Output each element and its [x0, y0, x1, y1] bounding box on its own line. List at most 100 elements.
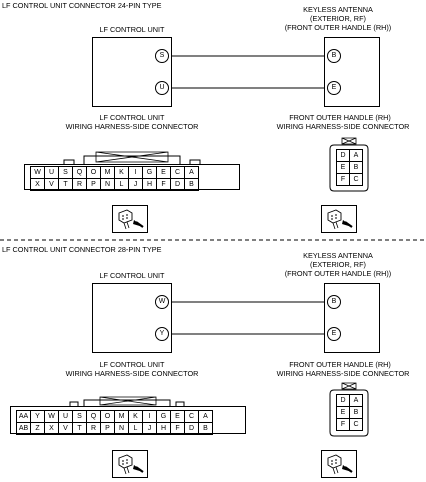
connector-28pin-grid: AA Y W U S Q O M K I G E C A AB Z X V T … — [16, 410, 213, 435]
pin: W — [30, 166, 45, 179]
connector-caption: WIRING HARNESS-SIDE CONNECTOR — [65, 122, 199, 131]
pin: V — [58, 422, 73, 435]
pin: B — [349, 161, 363, 174]
pin: C — [349, 173, 363, 186]
pin: O — [86, 166, 101, 179]
connector-caption: FRONT OUTER HANDLE (RH) — [289, 113, 391, 122]
pin: U — [58, 410, 73, 423]
pin: F — [336, 173, 350, 186]
pin: Z — [30, 422, 45, 435]
pin: X — [44, 422, 59, 435]
pin: A — [184, 166, 199, 179]
pin: G — [142, 166, 157, 179]
terminal-e: E — [327, 327, 341, 341]
pin: B — [184, 178, 199, 191]
pin: L — [114, 178, 129, 191]
lf-control-unit-box — [92, 283, 172, 353]
pin: Y — [30, 410, 45, 423]
keyless-antenna-label: KEYLESS ANTENNA — [303, 5, 373, 14]
pin: B — [349, 406, 363, 419]
connector-caption: LF CONTROL UNIT — [99, 113, 165, 122]
pin: T — [72, 422, 87, 435]
pin: D — [184, 422, 199, 435]
pin: D — [336, 394, 350, 407]
pin: O — [100, 410, 115, 423]
terminal-w: W — [155, 295, 169, 309]
pin: T — [58, 178, 73, 191]
pin: U — [44, 166, 59, 179]
pin: F — [170, 422, 185, 435]
pin: N — [100, 178, 115, 191]
pin: S — [58, 166, 73, 179]
pin: J — [142, 422, 157, 435]
pin: E — [336, 406, 350, 419]
pin: C — [349, 418, 363, 431]
pin: S — [72, 410, 87, 423]
keyless-antenna-box — [324, 283, 380, 353]
pin: G — [156, 410, 171, 423]
connector-view-icon — [321, 205, 357, 233]
lf-control-unit-label: LF CONTROL UNIT — [99, 271, 165, 280]
pin: N — [114, 422, 129, 435]
pin: I — [142, 410, 157, 423]
keyless-antenna-location: (FRONT OUTER HANDLE (RH)) — [284, 269, 392, 278]
pin: D — [336, 149, 350, 162]
pin: X — [30, 178, 45, 191]
pin: M — [114, 410, 129, 423]
pin: AB — [16, 422, 31, 435]
pin: E — [156, 166, 171, 179]
connector-view-icon — [112, 205, 148, 233]
keyless-antenna-box — [324, 37, 380, 107]
section-title: LF CONTROL UNIT CONNECTOR 24-PIN TYPE — [2, 1, 162, 10]
connector-caption: WIRING HARNESS-SIDE CONNECTOR — [65, 369, 199, 378]
connector-view-icon — [112, 450, 148, 478]
pin: P — [86, 178, 101, 191]
pin: A — [198, 410, 213, 423]
pin: C — [184, 410, 199, 423]
terminal-e: E — [327, 81, 341, 95]
pin: H — [156, 422, 171, 435]
pin: W — [44, 410, 59, 423]
pin: F — [336, 418, 350, 431]
terminal-b: B — [327, 49, 341, 63]
pin: Q — [86, 410, 101, 423]
pin: M — [100, 166, 115, 179]
lf-control-unit-box — [92, 37, 172, 107]
pin: V — [44, 178, 59, 191]
pin: F — [156, 178, 171, 191]
connector-24pin-grid: W U S Q O M K I G E C A X V T R P N L J … — [30, 166, 199, 191]
pin: K — [114, 166, 129, 179]
connector-view-icon — [321, 450, 357, 478]
pin: J — [128, 178, 143, 191]
connector-caption: WIRING HARNESS-SIDE CONNECTOR — [276, 122, 410, 131]
pin: E — [336, 161, 350, 174]
section-title: LF CONTROL UNIT CONNECTOR 28-PIN TYPE — [2, 245, 162, 254]
keyless-antenna-sublabel: (EXTERIOR, RF) — [310, 14, 366, 23]
pin: R — [86, 422, 101, 435]
pin: Q — [72, 166, 87, 179]
connector-6pin-housing — [329, 137, 369, 192]
terminal-s: S — [155, 49, 169, 63]
terminal-y: Y — [155, 327, 169, 341]
pin: I — [128, 166, 143, 179]
pin: K — [128, 410, 143, 423]
pin: A — [349, 149, 363, 162]
connector-caption: WIRING HARNESS-SIDE CONNECTOR — [276, 369, 410, 378]
pin: AA — [16, 410, 31, 423]
keyless-antenna-label: KEYLESS ANTENNA — [303, 251, 373, 260]
pin: C — [170, 166, 185, 179]
pin: D — [170, 178, 185, 191]
pin: H — [142, 178, 157, 191]
pin: E — [170, 410, 185, 423]
pin: P — [100, 422, 115, 435]
keyless-antenna-location: (FRONT OUTER HANDLE (RH)) — [284, 23, 392, 32]
connector-caption: FRONT OUTER HANDLE (RH) — [289, 360, 391, 369]
terminal-u: U — [155, 81, 169, 95]
pin: B — [198, 422, 213, 435]
connector-caption: LF CONTROL UNIT — [99, 360, 165, 369]
connector-6pin-housing — [329, 382, 369, 437]
lf-control-unit-label: LF CONTROL UNIT — [99, 25, 165, 34]
